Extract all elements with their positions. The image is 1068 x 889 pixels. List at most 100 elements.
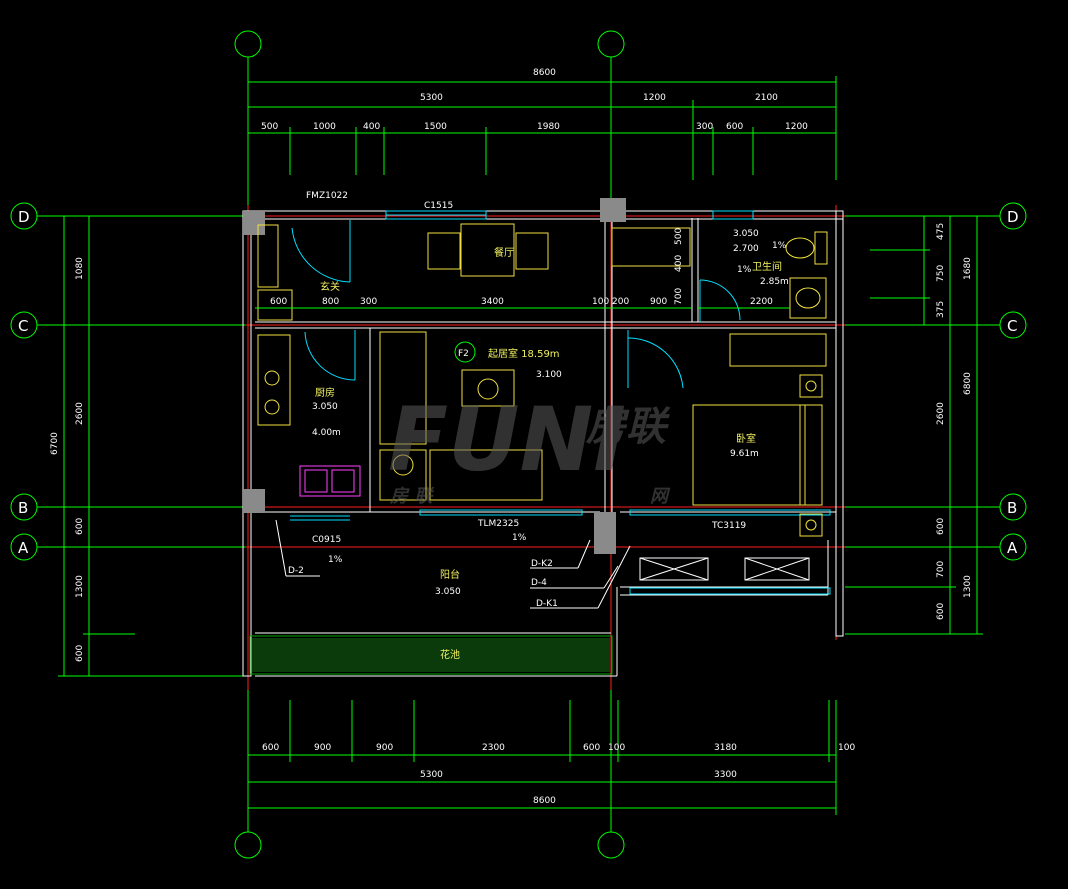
room-dining: 餐厅 (494, 246, 514, 259)
tag-f2: F2 (458, 349, 469, 359)
dim-top-5300: 5300 (420, 93, 443, 103)
dim-right-375: 375 (936, 301, 946, 318)
left-dimensions: 6700 1080 2600 600 1300 600 (50, 216, 245, 677)
tag-tc: TC3119 (711, 521, 746, 531)
dim-right-2600: 2600 (936, 402, 946, 425)
dim-right-600b: 600 (936, 603, 946, 620)
room-balcony: 阳台 (440, 568, 460, 581)
kitchen-area: 4.00m (312, 428, 341, 438)
bedroom-area: 9.61m (730, 449, 759, 459)
room-labels: 餐厅 玄关 厨房 3.050 4.00m 起居室 18.59m 3.100 卧室… (312, 229, 789, 661)
tag-c1515: C1515 (424, 201, 453, 211)
watermark-brand: FUNI (388, 388, 626, 491)
int-600: 600 (270, 297, 287, 307)
int-400: 400 (674, 255, 684, 272)
tag-tlm: TLM2325 (477, 519, 519, 529)
windows (290, 210, 831, 595)
int-2200: 2200 (750, 297, 773, 307)
kitchen-sink (299, 465, 361, 497)
dim-bottom-900a: 900 (314, 743, 331, 753)
dim-left-1080: 1080 (75, 257, 85, 280)
dim-left-2600: 2600 (75, 402, 85, 425)
dim-top-300: 300 (696, 122, 713, 132)
int-900: 900 (650, 297, 667, 307)
dim-top-1200: 1200 (643, 93, 666, 103)
dim-top-1200b: 1200 (785, 122, 808, 132)
dim-bottom-2300: 2300 (482, 743, 505, 753)
dim-top-total: 8600 (533, 68, 556, 78)
kitchen-level: 3.050 (312, 402, 338, 412)
tag-bath-note: 1% (737, 265, 752, 275)
balcony-cabinets (639, 557, 810, 581)
room-kitchen: 厨房 (315, 386, 335, 399)
dim-top-500: 500 (261, 122, 278, 132)
tag-d2: D-2 (288, 566, 304, 576)
dim-right-total: 6800 (963, 372, 973, 395)
room-entry: 玄关 (320, 280, 340, 293)
dim-bottom-5300: 5300 (420, 770, 443, 780)
walls (242, 210, 844, 677)
top-dimensions: 8600 5300 1200 2100 500 1000 400 1500 19… (247, 68, 837, 180)
tag-dk2: D-K2 (531, 559, 553, 569)
dim-bottom-600: 600 (262, 743, 279, 753)
room-bedroom: 卧室 (736, 432, 756, 445)
axis-bubble-bottom-2 (597, 831, 625, 859)
dim-left-600b: 600 (75, 645, 85, 662)
int-300: 300 (360, 297, 377, 307)
room-bath: 卫生间 (752, 260, 782, 273)
watermark-cn1: 房联 (585, 404, 671, 450)
int-500: 500 (674, 228, 684, 245)
int-100: 100 (592, 297, 609, 307)
dim-right-475: 475 (936, 223, 946, 240)
tag-dk1: D-K1 (536, 599, 558, 609)
dim-bottom-3180: 3180 (714, 743, 737, 753)
dim-top-1980: 1980 (537, 122, 560, 132)
dim-left-total: 6700 (50, 432, 60, 455)
dim-right-1680: 1680 (963, 257, 973, 280)
dim-left-1300: 1300 (75, 575, 85, 598)
bath-level1: 3.050 (733, 229, 759, 239)
axis-label-right-c: C (1007, 317, 1017, 335)
dim-top-1000: 1000 (313, 122, 336, 132)
axis-bubble-top-2 (597, 30, 625, 58)
axis-label-left-a: A (18, 539, 29, 557)
axis-label-left-c: C (18, 317, 28, 335)
dim-right-600: 600 (936, 518, 946, 535)
right-dimensions: 475 750 375 600 700 600 1680 2600 6800 1… (845, 216, 983, 635)
int-700: 700 (674, 288, 684, 305)
tag-c0915: C0915 (312, 535, 341, 545)
balcony-level: 3.050 (435, 587, 461, 597)
watermark-cn2: 房 联 (389, 486, 435, 507)
dim-top-400: 400 (363, 122, 380, 132)
watermark-net: 网 (650, 486, 671, 507)
bath-level2: 2.700 (733, 244, 759, 254)
tags: FMZ1022 C1515 C0915 TLM2325 TC3119 F2 D-… (275, 191, 787, 609)
axis-label-right-d: D (1007, 208, 1019, 226)
dim-bottom-100b: 100 (838, 743, 855, 753)
dim-top-1500: 1500 (424, 122, 447, 132)
dim-right-700: 700 (936, 561, 946, 578)
dim-top-2100: 2100 (755, 93, 778, 103)
tag-slope2: 1% (512, 533, 527, 543)
columns (243, 198, 626, 554)
int-3400: 3400 (481, 297, 504, 307)
dim-left-600: 600 (75, 518, 85, 535)
tag-d4: D-4 (531, 578, 547, 588)
axis-label-right-b: B (1007, 499, 1017, 517)
dim-right-750: 750 (936, 265, 946, 282)
dim-bottom-600b: 600 (583, 743, 600, 753)
dim-bottom-3300: 3300 (714, 770, 737, 780)
tag-fm-door: FMZ1022 (306, 191, 348, 201)
dim-top-600: 600 (726, 122, 743, 132)
bottom-dimensions: 600 900 900 2300 600 100 3180 100 5300 3… (247, 700, 855, 815)
axis-bubble-bottom-1 (234, 831, 262, 859)
dim-bottom-900b: 900 (376, 743, 393, 753)
living-level: 3.100 (536, 370, 562, 380)
tag-bath-slope: 1% (772, 241, 787, 251)
int-200: 200 (612, 297, 629, 307)
dim-bottom-100a: 100 (608, 743, 625, 753)
room-living: 起居室 18.59m (488, 347, 560, 360)
furniture (257, 223, 828, 537)
axis-label-right-a: A (1007, 539, 1018, 557)
